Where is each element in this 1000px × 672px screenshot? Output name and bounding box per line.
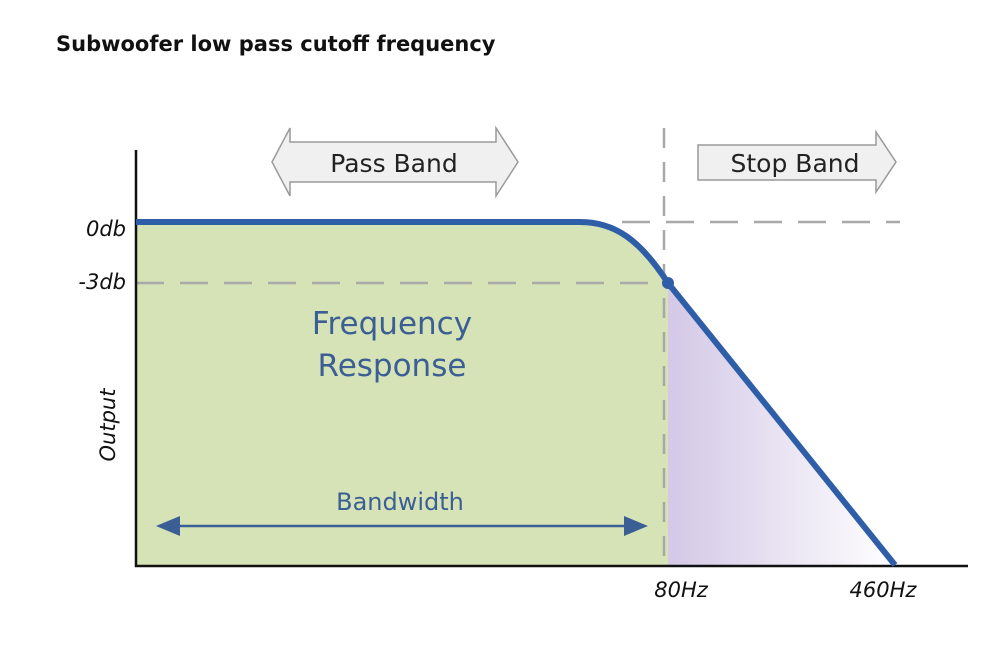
- y-axis-label: Output: [96, 388, 120, 462]
- stop-band-arrow: [697, 129, 897, 195]
- response-curve: [136, 219, 898, 567]
- bandwidth-label: Bandwidth: [336, 488, 464, 516]
- x-tick-460hz: 460Hz: [850, 578, 918, 602]
- pass-band-label: Pass Band: [330, 149, 457, 178]
- stop-band-label: Stop Band: [731, 149, 860, 178]
- frequency-label: Frequency: [312, 306, 472, 342]
- pass-band-fill: [136, 222, 668, 565]
- x-tick-80hz: 80Hz: [654, 578, 709, 602]
- pass-band-arrow: [271, 125, 519, 199]
- bandwidth-arrow-left-head: [156, 516, 180, 536]
- minus3db-label: -3db: [78, 270, 126, 294]
- response-label: Response: [318, 348, 467, 384]
- cutoff-point: [662, 277, 674, 289]
- bandwidth-arrow-right-head: [624, 516, 648, 536]
- zero-db-label: 0db: [86, 217, 126, 241]
- chart-title: Subwoofer low pass cutoff frequency: [56, 32, 496, 56]
